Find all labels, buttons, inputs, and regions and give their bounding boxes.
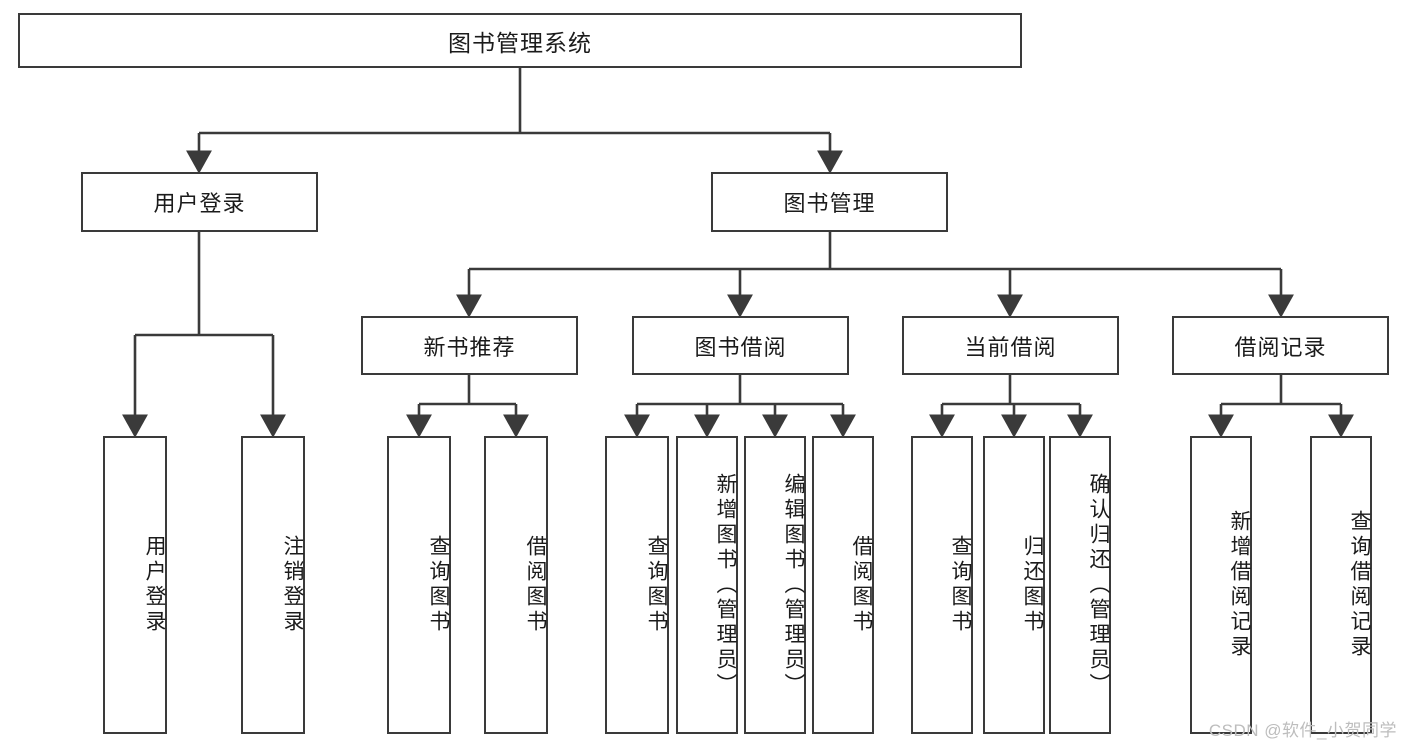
node-label: 归还图书 (1021, 535, 1044, 635)
node-current-borrow[interactable]: 当前借阅 (902, 316, 1119, 375)
node-label: 查询图书 (949, 535, 972, 635)
leaf-query-books-current[interactable]: 查询图书 (911, 436, 973, 734)
node-label: 用户登录 (143, 535, 166, 635)
leaf-query-books-borrow[interactable]: 查询图书 (605, 436, 669, 734)
node-label: 借阅图书 (524, 535, 547, 635)
leaf-confirm-return-admin[interactable]: 确认归还（管理员） (1049, 436, 1111, 734)
node-label: 新书推荐 (423, 334, 516, 360)
leaf-edit-book-admin[interactable]: 编辑图书（管理员） (744, 436, 806, 734)
leaf-logout[interactable]: 注销登录 (241, 436, 305, 734)
node-label: 用户登录 (153, 191, 246, 216)
node-book-borrow[interactable]: 图书借阅 (632, 316, 849, 375)
node-label: 新增借阅记录 (1228, 510, 1251, 660)
node-label: 图书管理系统 (448, 29, 592, 56)
node-label: 查询借阅记录 (1348, 510, 1371, 660)
node-label: 注销登录 (281, 535, 304, 635)
leaf-query-books-recommend[interactable]: 查询图书 (387, 436, 451, 734)
node-label: 编辑图书（管理员） (782, 472, 805, 698)
node-label: 借阅图书 (850, 535, 873, 635)
node-label: 当前借阅 (964, 334, 1057, 360)
leaf-user-login[interactable]: 用户登录 (103, 436, 167, 734)
node-label: 新增图书（管理员） (714, 472, 737, 698)
node-user-login[interactable]: 用户登录 (81, 172, 318, 232)
node-root-system[interactable]: 图书管理系统 (18, 13, 1022, 68)
node-borrow-records[interactable]: 借阅记录 (1172, 316, 1389, 375)
leaf-borrow-books-recommend[interactable]: 借阅图书 (484, 436, 548, 734)
csdn-watermark: CSDN @软件_小贺同学 (1208, 721, 1397, 740)
node-label: 图书管理 (783, 191, 876, 216)
leaf-borrow-books[interactable]: 借阅图书 (812, 436, 874, 734)
leaf-return-books[interactable]: 归还图书 (983, 436, 1045, 734)
node-label: 查询图书 (645, 535, 668, 635)
leaf-query-borrow-record[interactable]: 查询借阅记录 (1310, 436, 1372, 734)
node-label: 确认归还（管理员） (1087, 472, 1110, 698)
leaf-add-borrow-record[interactable]: 新增借阅记录 (1190, 436, 1252, 734)
node-book-management[interactable]: 图书管理 (711, 172, 948, 232)
node-label: 借阅记录 (1234, 334, 1327, 360)
node-label: 图书借阅 (694, 334, 787, 360)
node-label: 查询图书 (427, 535, 450, 635)
leaf-add-book-admin[interactable]: 新增图书（管理员） (676, 436, 738, 734)
node-new-book-recommend[interactable]: 新书推荐 (361, 316, 578, 375)
